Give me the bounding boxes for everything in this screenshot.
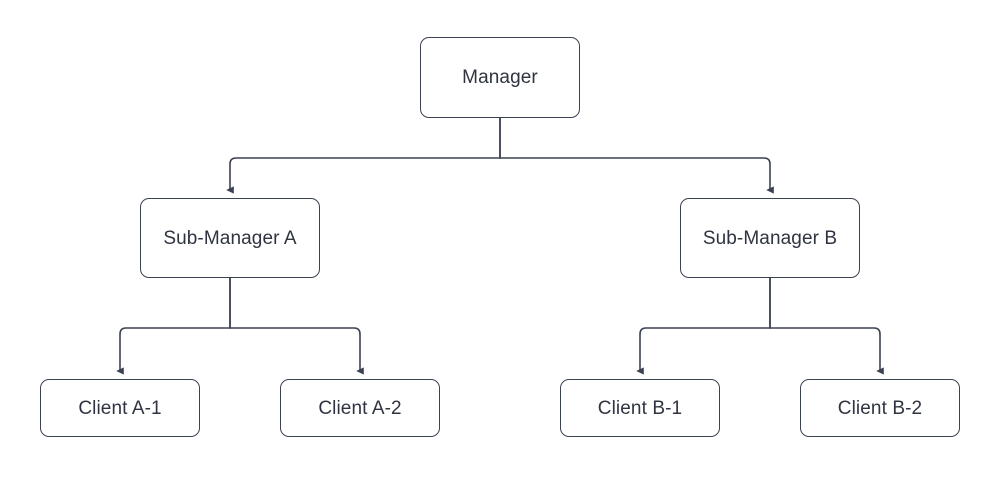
- edge-sub-manager-b-client-b1: [636, 278, 771, 375]
- edge-sub-manager-a-client-a2: [229, 278, 364, 375]
- node-client-a-2-label: Client A-2: [318, 397, 402, 419]
- edge-sub-manager-b-client-b2: [769, 278, 884, 375]
- node-sub-manager-b[interactable]: Sub-Manager B: [680, 198, 860, 278]
- node-client-b-2[interactable]: Client B-2: [800, 379, 960, 437]
- node-sub-manager-b-label: Sub-Manager B: [702, 227, 838, 249]
- node-client-b-1[interactable]: Client B-1: [560, 379, 720, 437]
- node-client-a-2[interactable]: Client A-2: [280, 379, 440, 437]
- edge-manager-sub-manager-a: [226, 118, 501, 194]
- node-client-b-2-label: Client B-2: [837, 397, 923, 419]
- node-client-a-1[interactable]: Client A-1: [40, 379, 200, 437]
- node-manager-label: Manager: [462, 67, 538, 88]
- edge-sub-manager-a-client-a1: [116, 278, 231, 375]
- node-sub-manager-a[interactable]: Sub-Manager A: [140, 198, 320, 278]
- node-client-b-1-label: Client B-1: [597, 397, 683, 419]
- node-client-a-1-label: Client A-1: [78, 397, 162, 419]
- node-sub-manager-a-label: Sub-Manager A: [163, 227, 297, 249]
- edge-manager-sub-manager-b: [499, 118, 774, 194]
- node-manager[interactable]: Manager: [420, 37, 580, 118]
